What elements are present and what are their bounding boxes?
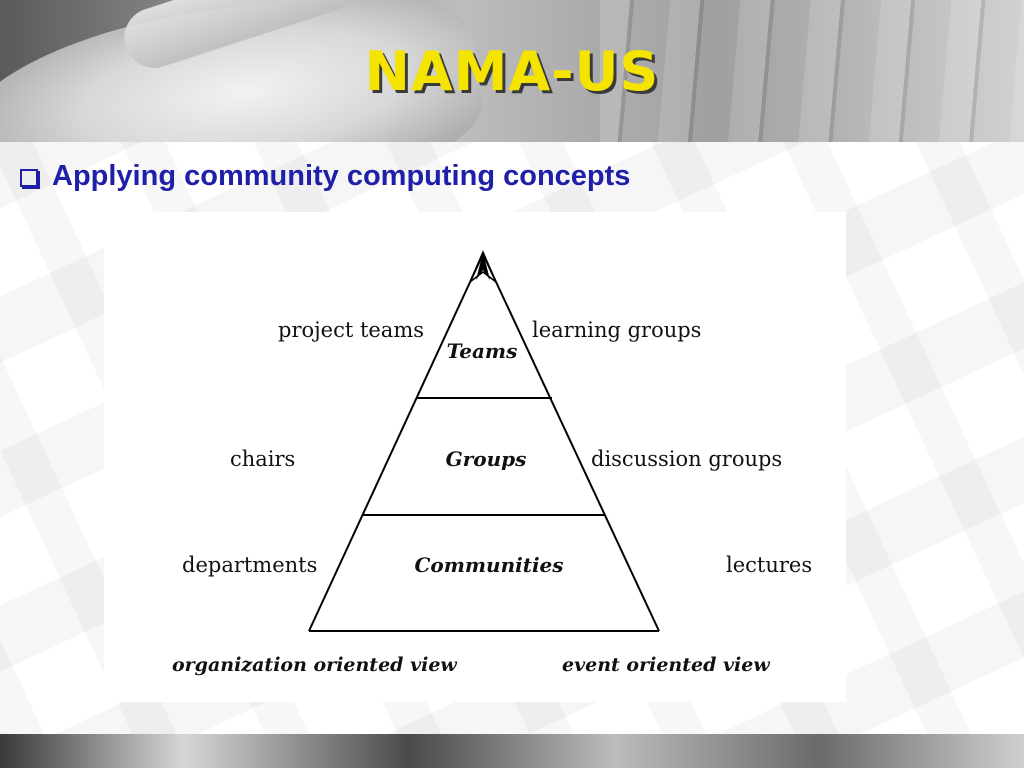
right-label-learning-groups: learning groups: [532, 318, 701, 342]
level-label-groups: Groups: [446, 447, 527, 471]
left-label-project-teams: project teams: [278, 318, 424, 342]
pyramid-right-edge: [482, 253, 660, 632]
pyramid-left-edge: [308, 253, 484, 632]
header-photo-banner: NAMA-US: [0, 0, 1024, 142]
right-label-discussion-groups: discussion groups: [591, 447, 782, 471]
bottom-label-organization-view: organization oriented view: [172, 654, 457, 676]
left-label-chairs: chairs: [230, 447, 295, 471]
left-label-departments: departments: [182, 553, 317, 577]
right-label-lectures: lectures: [726, 553, 812, 577]
bullet-point: Applying community computing concepts: [20, 160, 630, 193]
apex-arrow-icon: [476, 252, 490, 280]
level-label-communities: Communities: [414, 553, 563, 577]
pyramid-diagram-panel: Teams Groups Communities project teams c…: [104, 212, 846, 702]
bullet-text: Applying community computing concepts: [52, 160, 631, 192]
keyboard-photo-shape: [600, 0, 1024, 142]
slide-title: NAMA-US: [364, 40, 660, 103]
footer-photo-band: [0, 734, 1024, 768]
level-label-teams: Teams: [447, 339, 518, 363]
checkbox-bullet-icon: [20, 168, 38, 187]
bottom-label-event-view: event oriented view: [562, 654, 770, 676]
pyramid-diagram: Teams Groups Communities project teams c…: [172, 250, 812, 676]
